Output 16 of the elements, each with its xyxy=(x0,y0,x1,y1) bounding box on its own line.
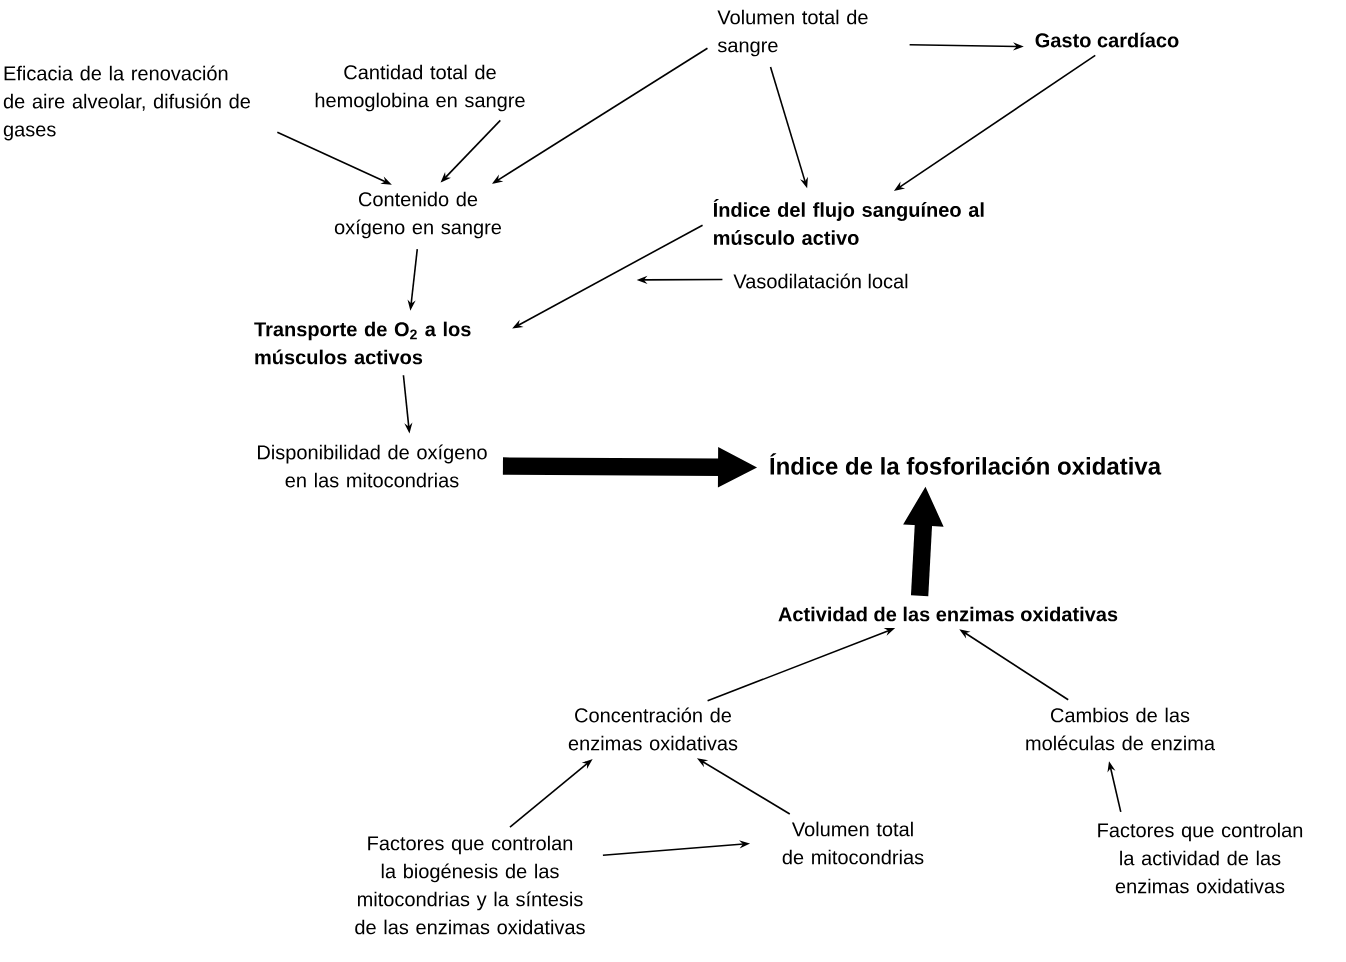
bold-label: Índice del flujo sanguíneo al músculo activo xyxy=(713,199,984,245)
bold-label: Actividad de las enzimas oxidativas xyxy=(778,606,1118,622)
text-label: Vasodilatación local xyxy=(733,273,908,289)
text-label: Cambios de las moléculas de enzima xyxy=(1026,707,1215,751)
text-label: Concentración de enzimas oxidativas xyxy=(568,707,738,751)
text-label: Eficacia de la renovación de aire alveolar, difusión de gases xyxy=(3,65,250,141)
bold-label: Transporte de O$_{2}$ a los músculos activos xyxy=(254,321,471,365)
text-label: Volumen total de sangre xyxy=(717,9,868,57)
text-label: Volumen total de mitocondrias xyxy=(782,821,924,865)
text-label: Contenido de oxígeno en sangre xyxy=(334,191,501,239)
bold-label: Gasto cardíaco xyxy=(1035,32,1179,48)
text-label: Disponibilidad de oxígeno en las mitocondrias xyxy=(258,444,487,488)
text-label: Factores que controlan la actividad de las enzimas oxidativas xyxy=(1098,822,1303,894)
text-label: Factores que controlan la biogénesis de las mitocondrias y la síntesis de las enzimas oxidativas xyxy=(355,835,585,935)
bold-label: Índice de la fosforilación oxidativa xyxy=(770,453,1162,475)
text-label: Cantidad total de hemoglobina en sangre xyxy=(315,64,525,112)
